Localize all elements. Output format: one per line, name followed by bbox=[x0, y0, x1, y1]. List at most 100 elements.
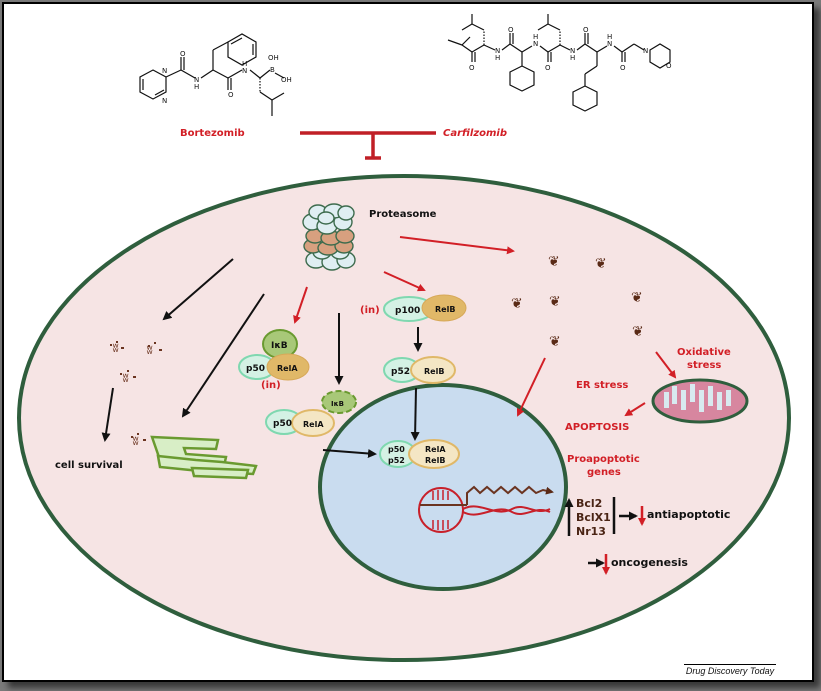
svg-text:OH: OH bbox=[281, 76, 292, 84]
red-arrows bbox=[293, 236, 677, 417]
svg-text:N: N bbox=[495, 47, 500, 55]
degraded-ikb-icon bbox=[321, 390, 357, 414]
svg-text:N: N bbox=[242, 67, 247, 75]
bclx1-label: BclX1 bbox=[576, 511, 611, 524]
p100-relb-complex bbox=[383, 294, 467, 322]
svg-text:❦: ❦ bbox=[549, 294, 561, 310]
svg-text:H: H bbox=[242, 60, 247, 68]
svg-text:❦: ❦ bbox=[595, 256, 607, 272]
bortezomib-label: Bortezomib bbox=[180, 128, 245, 139]
antiapoptotic-genes-block bbox=[564, 497, 638, 568]
arrow-oxidative bbox=[655, 351, 677, 379]
proapoptotic-label-1: Proapoptotic bbox=[567, 454, 640, 465]
svg-text:ʬ: ʬ bbox=[132, 434, 139, 448]
proteasome-label: Proteasome bbox=[369, 209, 437, 220]
bcl2-label: Bcl2 bbox=[576, 497, 602, 510]
svg-text:O: O bbox=[469, 64, 475, 72]
bortezomib-structure bbox=[139, 33, 285, 116]
arrow-cell-survival bbox=[101, 387, 114, 442]
svg-text:ʬ: ʬ bbox=[112, 341, 119, 355]
down-arrows bbox=[602, 506, 646, 575]
nuclear-nfkb-complex bbox=[379, 439, 460, 469]
svg-text:OH: OH bbox=[268, 54, 279, 62]
svg-text:B: B bbox=[270, 66, 275, 74]
p50-label: p50 bbox=[246, 364, 265, 374]
svg-text:N: N bbox=[162, 67, 167, 75]
arrow-to-ikb bbox=[293, 286, 308, 324]
small-aggregate-dots bbox=[110, 341, 162, 441]
black-arrows bbox=[101, 258, 423, 458]
svg-text:❦: ❦ bbox=[548, 254, 560, 270]
arrow-to-small-aggregates bbox=[162, 258, 234, 321]
ikb-p50-rela-complex bbox=[238, 329, 310, 381]
svg-text:ʬ: ʬ bbox=[146, 343, 153, 357]
svg-text:❦: ❦ bbox=[631, 290, 643, 306]
in-label-p100: (in) bbox=[360, 305, 380, 316]
svg-text:O: O bbox=[228, 91, 234, 99]
svg-text:❦: ❦ bbox=[511, 296, 523, 312]
oxidative-stress-label-1: Oxidative bbox=[677, 347, 731, 358]
er-stress-label: ER stress bbox=[576, 380, 628, 391]
svg-text:N: N bbox=[194, 76, 199, 84]
arrow-to-nucleus bbox=[410, 387, 420, 441]
svg-text:O: O bbox=[508, 26, 514, 34]
p52-relb-complex bbox=[383, 356, 456, 384]
proteasome-icon bbox=[302, 203, 356, 271]
carfilzomib-atom-labels: O NH O NH O NH O NH O N O bbox=[469, 26, 672, 72]
antiapoptotic-label: antiapoptotic bbox=[647, 508, 730, 521]
arrow-p50-rela-in bbox=[322, 448, 377, 458]
ikb-label: IκB bbox=[271, 341, 288, 351]
relb-label: RelB bbox=[435, 305, 455, 314]
nucleus bbox=[318, 383, 568, 591]
degraded-ikb-label: IκB bbox=[331, 400, 344, 408]
inhibition-symbol bbox=[300, 131, 436, 160]
svg-text:H: H bbox=[607, 33, 612, 41]
journal-credit: Drug Discovery Today bbox=[684, 664, 776, 676]
svg-text:❦: ❦ bbox=[549, 334, 561, 350]
in-label-ikb: (in) bbox=[261, 380, 281, 391]
svg-text:N: N bbox=[570, 47, 575, 55]
nucleus-p50-label: p50 bbox=[388, 445, 405, 454]
arrow-to-aggregates bbox=[399, 236, 515, 255]
rela-label: RelA bbox=[277, 364, 298, 373]
svg-text:H: H bbox=[495, 54, 500, 62]
svg-text:H: H bbox=[570, 54, 575, 62]
transcription-icon bbox=[418, 485, 554, 533]
svg-text:N: N bbox=[643, 47, 648, 55]
svg-text:H: H bbox=[533, 33, 538, 41]
arrow-to-er bbox=[181, 293, 265, 418]
oxidative-stress-label-2: stress bbox=[687, 360, 721, 371]
proapoptotic-label-2: genes bbox=[587, 467, 621, 478]
nucleus-p52-label: p52 bbox=[388, 456, 405, 465]
carfilzomib-structure bbox=[447, 14, 671, 112]
arrow-er-stress bbox=[516, 357, 546, 417]
svg-text:N: N bbox=[533, 40, 538, 48]
arrow-to-p100 bbox=[383, 271, 426, 292]
carfilzomib-label: Carfilzomib bbox=[443, 128, 507, 139]
p50-rela-complex bbox=[265, 409, 335, 437]
arrow-apoptosis bbox=[624, 402, 646, 417]
p50-free-label: p50 bbox=[273, 419, 292, 429]
svg-text:H: H bbox=[194, 83, 199, 91]
protein-aggregates: ❦ ❦ ❦ ❦ ❦ ❦ ❦ bbox=[511, 254, 644, 350]
svg-text:N: N bbox=[162, 97, 167, 105]
svg-text:O: O bbox=[620, 64, 626, 72]
nucleus-relb-label: RelB bbox=[425, 456, 445, 465]
rela-free-label: RelA bbox=[303, 420, 324, 429]
p52-label: p52 bbox=[391, 367, 410, 377]
svg-text:O: O bbox=[545, 64, 551, 72]
apoptosis-label: APOPTOSIS bbox=[565, 422, 629, 433]
nucleus-rela-label: RelA bbox=[425, 445, 446, 454]
endoplasmic-reticulum-icon bbox=[150, 435, 258, 480]
svg-text:❦: ❦ bbox=[632, 324, 644, 340]
svg-text:O: O bbox=[666, 62, 672, 70]
svg-text:O: O bbox=[583, 26, 589, 34]
mitochondrion-icon bbox=[651, 378, 749, 424]
svg-text:ʬ: ʬ bbox=[122, 371, 129, 385]
bortezomib-atom-labels: N N O N H O N H B OH OH bbox=[162, 50, 292, 105]
small-aggregates: ʬ ʬ ʬ ʬ bbox=[112, 341, 153, 448]
p100-label: p100 bbox=[395, 306, 420, 316]
svg-text:N: N bbox=[607, 40, 612, 48]
svg-text:O: O bbox=[180, 50, 186, 58]
